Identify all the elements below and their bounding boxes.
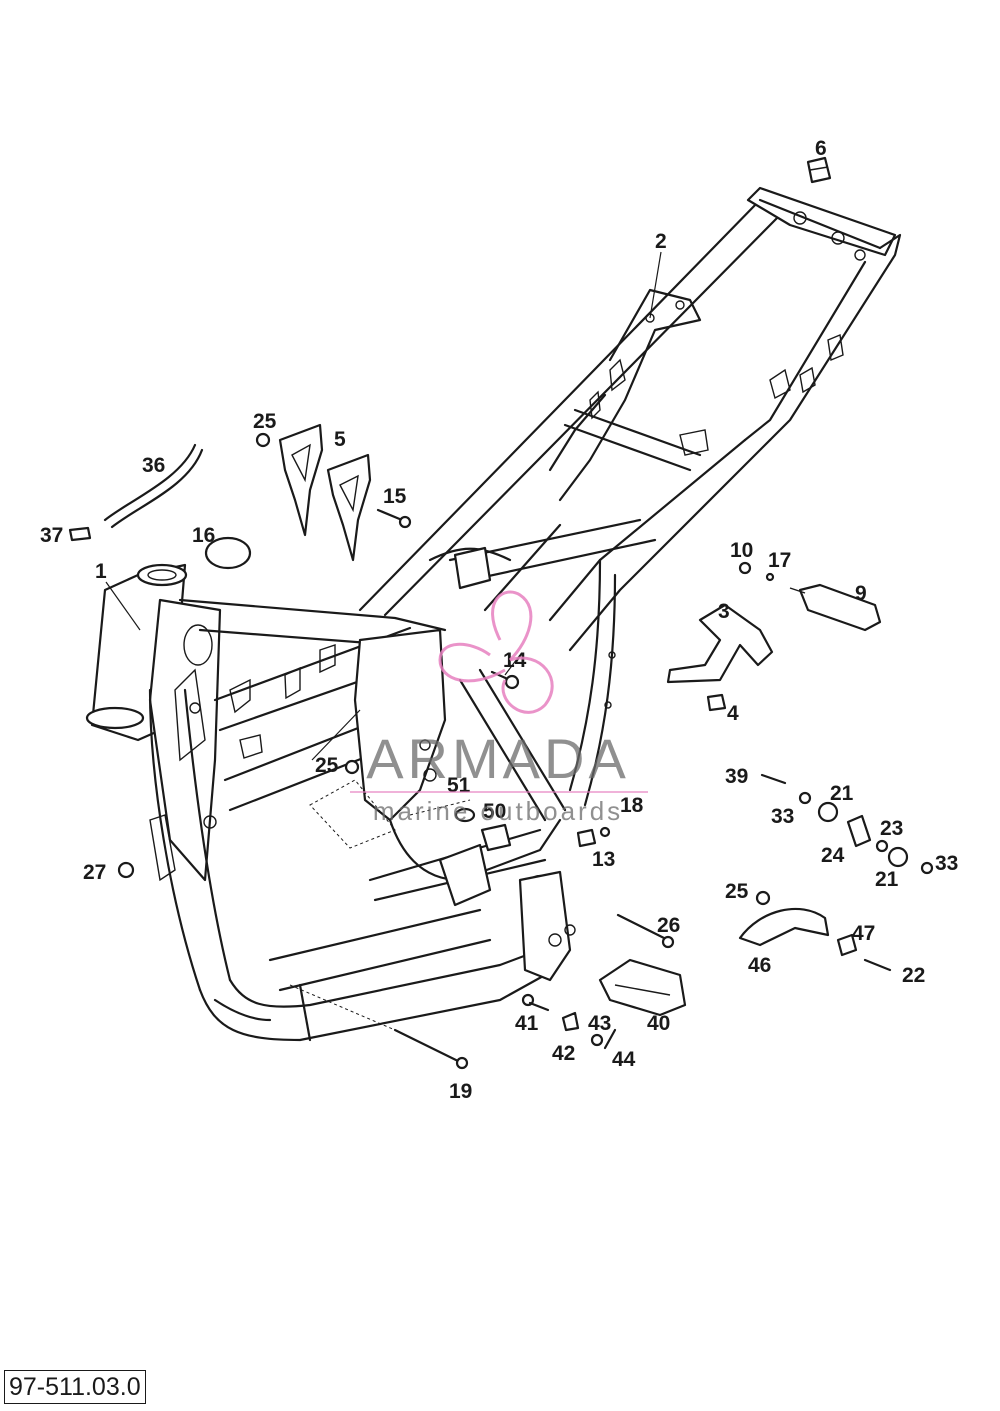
callout-label: 41 xyxy=(515,1012,539,1035)
callout-label: 42 xyxy=(552,1042,575,1065)
watermark-logo-icon xyxy=(438,590,554,714)
callout-label: 36 xyxy=(142,454,165,477)
callout-label: 33 xyxy=(771,805,794,828)
callout-label: 40 xyxy=(647,1012,670,1035)
leader-lines xyxy=(105,251,662,849)
callout-label: 3 xyxy=(718,600,730,623)
callout-label: 50 xyxy=(483,800,506,823)
callout-label: 1 xyxy=(95,560,107,583)
callout-label: 43 xyxy=(588,1012,611,1035)
callout-label: 44 xyxy=(612,1048,636,1071)
drawing-code: 97-511.03.0 xyxy=(4,1370,146,1404)
callout-label: 27 xyxy=(83,861,106,884)
subframe-rear xyxy=(358,186,902,807)
callout-label: 19 xyxy=(449,1080,472,1103)
watermark-brand: ARMADA xyxy=(366,727,630,790)
frame-main xyxy=(85,563,576,1042)
callout-labels: 1 2 3 4 5 6 9 10 13 14 15 16 17 18 19 21… xyxy=(40,137,958,1103)
callout-label: 10 xyxy=(730,539,753,562)
callout-label: 22 xyxy=(902,964,925,987)
callout-label: 21 xyxy=(875,868,899,891)
watermark: ARMADA marine outboards xyxy=(350,590,648,826)
callout-label: 25 xyxy=(253,410,277,433)
callout-label: 18 xyxy=(620,794,644,817)
callout-label: 47 xyxy=(852,922,875,945)
callout-label: 23 xyxy=(880,817,903,840)
callout-label: 39 xyxy=(725,765,748,788)
callout-label: 4 xyxy=(727,702,739,725)
callout-label: 9 xyxy=(855,582,867,605)
callout-label: 24 xyxy=(821,844,845,867)
callout-label: 5 xyxy=(334,428,346,451)
callout-label: 21 xyxy=(830,782,854,805)
small-parts xyxy=(68,156,934,1070)
callout-label: 13 xyxy=(592,848,615,871)
callout-label: 33 xyxy=(935,852,958,875)
callout-label: 25 xyxy=(315,754,339,777)
callout-label: 17 xyxy=(768,549,791,572)
callout-label: 14 xyxy=(503,649,527,672)
callout-label: 46 xyxy=(748,954,771,977)
watermark-tagline: marine outboards xyxy=(373,796,623,826)
callout-label: 37 xyxy=(40,524,63,547)
callout-label: 6 xyxy=(815,137,827,160)
callout-label: 2 xyxy=(655,230,667,253)
callout-label: 25 xyxy=(725,880,749,903)
callout-label: 16 xyxy=(192,524,215,547)
callout-label: 15 xyxy=(383,485,407,508)
callout-label: 26 xyxy=(657,914,680,937)
